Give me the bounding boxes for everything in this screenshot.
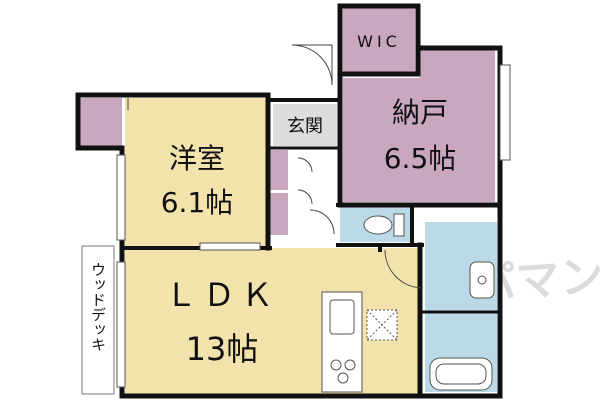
wic-label: WIC — [357, 32, 401, 51]
bathtub — [429, 357, 493, 391]
doors — [127, 44, 424, 289]
storage-room — [343, 78, 495, 202]
storage-size: 6.5帖 — [384, 142, 457, 175]
wood-deck — [81, 245, 115, 395]
western-size: 6.1帖 — [161, 186, 234, 219]
western-label: 洋室 — [169, 142, 225, 175]
wic-room — [343, 8, 415, 72]
washbasin — [469, 261, 495, 299]
storage-label: 納戸 — [392, 96, 448, 129]
entrance-area — [273, 104, 337, 146]
ldk-size: 13帖 — [186, 330, 259, 368]
toilet-fixture — [363, 213, 405, 237]
walls — [75, 3, 503, 399]
kitchen-counter — [321, 291, 398, 393]
ldk-room-notch — [125, 248, 380, 258]
western-room — [125, 98, 267, 246]
western-closet — [80, 98, 122, 146]
deck-label: ウッドデッキ — [89, 262, 107, 352]
entrance-label: 玄関 — [287, 116, 323, 137]
corridor-closet-1 — [270, 150, 288, 190]
ldk-label: ＬＤＫ — [165, 276, 279, 314]
corridor-closet-2 — [270, 193, 288, 235]
storage-room-ext — [420, 50, 495, 80]
windows — [116, 64, 511, 388]
